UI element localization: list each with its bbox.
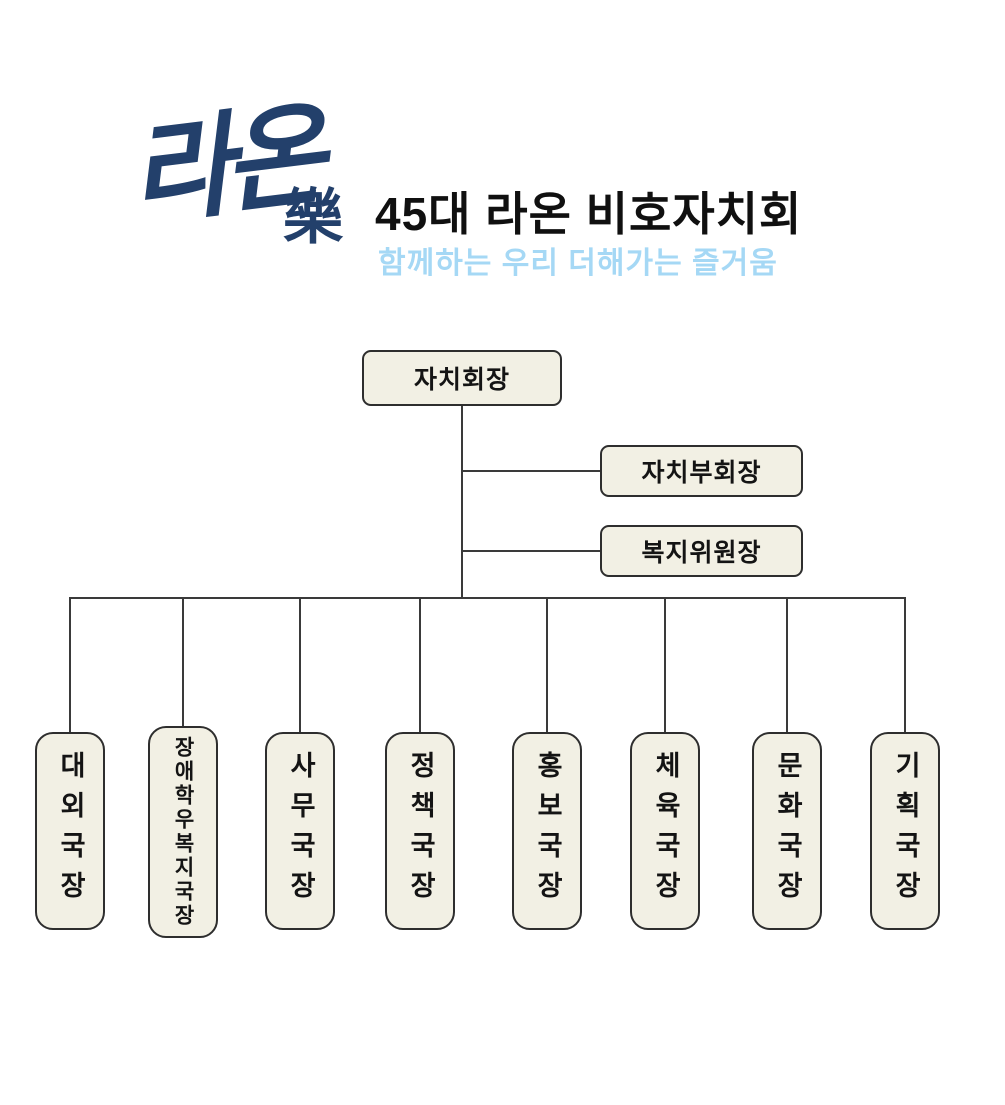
dept-label: 장애학우복지국장 (171, 736, 195, 928)
connector-root-drop (461, 406, 463, 598)
connector-drop-dept-6 (664, 598, 666, 732)
org-box-welfare-chair: 복지위원장 (600, 525, 803, 577)
connector-drop-dept-1 (69, 598, 71, 732)
connector-drop-dept-3 (299, 598, 301, 732)
org-box-culture-director: 문화국장 (752, 732, 822, 930)
connector-drop-dept-4 (419, 598, 421, 732)
org-box-president-label: 자치회장 (413, 366, 510, 394)
org-box-planning-director: 기획국장 (870, 732, 940, 930)
org-box-administration-director: 사무국장 (265, 732, 335, 930)
dept-label: 사무국장 (285, 751, 316, 911)
connector-drop-dept-8 (904, 598, 906, 732)
connector-vice-president (462, 470, 601, 472)
dept-label: 홍보국장 (532, 751, 563, 911)
org-box-sports-director: 체육국장 (630, 732, 700, 930)
org-box-welfare-chair-label: 복지위원장 (641, 539, 762, 567)
org-box-vice-president-label: 자치부회장 (641, 459, 762, 487)
dept-label: 체육국장 (650, 751, 681, 911)
org-box-vice-president: 자치부회장 (600, 445, 803, 497)
org-box-public-relations-director: 홍보국장 (512, 732, 582, 930)
org-box-disabled-student-welfare-director: 장애학우복지국장 (148, 726, 218, 938)
org-box-external-affairs-director: 대외국장 (35, 732, 105, 930)
logo-hanja-character: 樂 (283, 183, 343, 253)
page-title: 45대 라온 비호자치회 (375, 188, 803, 240)
dept-label: 대외국장 (55, 751, 86, 911)
dept-label: 문화국장 (772, 751, 803, 911)
connector-drop-dept-2 (182, 598, 184, 728)
dept-label: 기획국장 (890, 751, 921, 911)
connector-drop-dept-5 (546, 598, 548, 732)
connector-welfare-chair (462, 550, 601, 552)
connector-drop-dept-7 (786, 598, 788, 732)
page-subtitle: 함께하는 우리 더해가는 즐거움 (378, 247, 778, 280)
connector-bus (69, 597, 906, 599)
dept-label: 정책국장 (405, 751, 436, 911)
org-box-president: 자치회장 (362, 350, 562, 406)
org-box-policy-director: 정책국장 (385, 732, 455, 930)
